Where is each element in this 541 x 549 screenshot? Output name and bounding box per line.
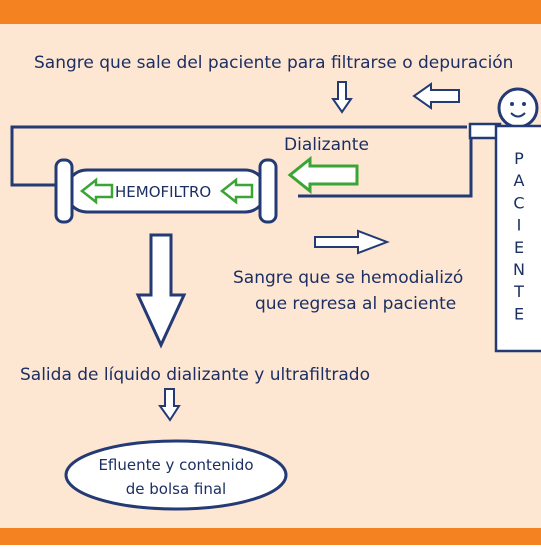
patient-letter: A	[514, 171, 525, 190]
left-arrow-patient	[412, 82, 460, 110]
return-caption-line2: que regresa al paciente	[255, 294, 456, 314]
hemofilter-cap-left	[54, 158, 74, 224]
return-line	[298, 127, 473, 198]
hemofilter-green-arrow-left	[79, 177, 114, 205]
final-caption-line1: Efluente y contenido	[98, 456, 253, 474]
top-orange-band	[0, 0, 541, 24]
small-down-arrow	[158, 388, 181, 422]
patient-eye-left	[510, 102, 514, 106]
final-caption-line2: de bolsa final	[126, 480, 226, 498]
dialysate-label: Dializante	[284, 135, 369, 155]
green-arrow-dialysate	[287, 155, 359, 195]
patient-letter: P	[514, 149, 524, 168]
patient-letter: N	[513, 260, 525, 279]
patient-letter: T	[513, 282, 524, 301]
right-arrow-return	[314, 229, 390, 255]
big-down-arrow	[135, 233, 187, 349]
top-caption: Sangre que sale del paciente para filtra…	[34, 53, 513, 73]
patient-letter: I	[517, 216, 522, 235]
down-arrow-top	[331, 81, 353, 114]
hemofilter-cap-right	[258, 158, 278, 224]
patient-letter: E	[514, 238, 524, 257]
hemofilter: HEMOFILTRO	[54, 158, 278, 224]
patient-smile	[510, 112, 526, 118]
return-caption-line1: Sangre que se hemodializó	[233, 268, 463, 288]
bottom-orange-band	[0, 528, 541, 545]
patient-body	[494, 124, 541, 353]
hemofilter-label: HEMOFILTRO	[115, 183, 211, 201]
circuit-line	[10, 125, 467, 187]
patient-head	[497, 87, 539, 129]
final-ellipse	[64, 439, 288, 511]
patient-letter: C	[513, 193, 524, 212]
patient-eye-right	[522, 102, 526, 106]
output-caption: Salida de líquido dializante y ultrafilt…	[20, 365, 370, 385]
patient-letter: E	[514, 304, 524, 323]
hemofilter-green-arrow-right	[219, 177, 254, 205]
